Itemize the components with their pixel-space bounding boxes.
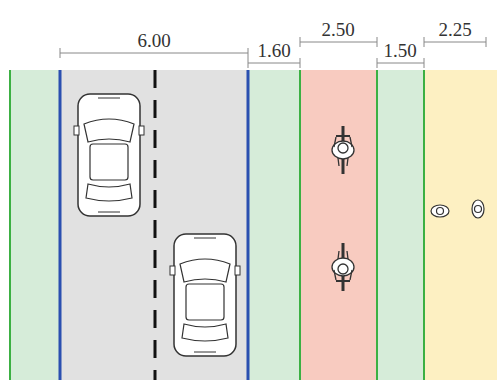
dimension-label: 2.25 [438, 20, 471, 39]
dimension-label: 1.60 [257, 41, 290, 60]
dimension-label: 6.00 [137, 31, 170, 50]
dimension-label: 2.50 [321, 20, 354, 39]
dimension-label: 1.50 [383, 41, 416, 60]
